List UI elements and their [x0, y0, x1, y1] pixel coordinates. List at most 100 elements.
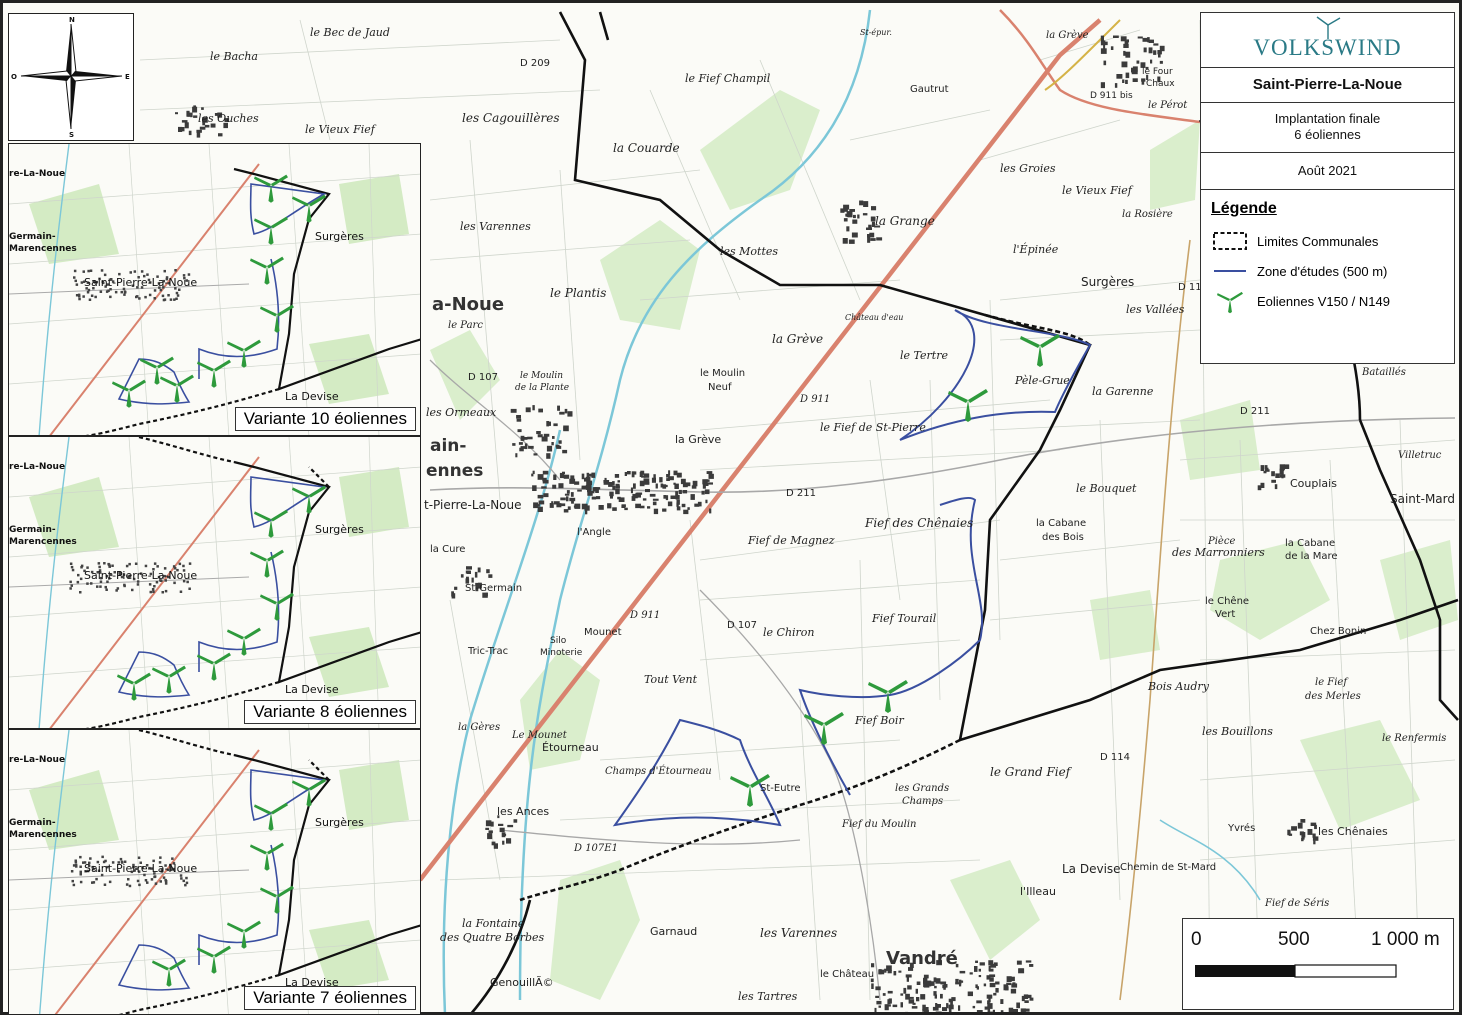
turbine-icon	[804, 712, 844, 745]
place-label: Le Mounet	[511, 730, 568, 741]
boundary-dashed-east	[984, 313, 1091, 347]
inset-place-label: re-La-Noue	[9, 169, 65, 179]
turbine-icon	[1217, 291, 1243, 314]
forest-patch	[1150, 120, 1200, 210]
brand-logo: VOLKSWIND	[1201, 13, 1454, 68]
inset-place-label: Germain-	[9, 818, 56, 828]
place-label: D 911 bis	[1090, 91, 1133, 101]
place-label: les Tartres	[738, 990, 798, 1003]
place-label: le Renfermis	[1382, 733, 1446, 744]
place-label: des Merles	[1305, 691, 1361, 702]
place-label: la Rosière	[1122, 209, 1173, 220]
forest-patch	[700, 90, 820, 210]
forest-patch	[1210, 540, 1330, 640]
turbine-icon	[227, 920, 261, 949]
place-label: la Grève	[772, 332, 823, 346]
forest-patch	[1300, 720, 1420, 830]
turbine-icon	[260, 592, 294, 621]
place-label: de la Mare	[1285, 551, 1338, 562]
legend: Légende Limites Communales Zone d'études…	[1201, 190, 1454, 326]
place-label: GenouillÃ©	[490, 976, 554, 989]
study-zone-outline	[798, 496, 984, 796]
forest-patch	[600, 220, 700, 330]
road-yellow	[1044, 19, 1121, 91]
turbine-icon	[197, 652, 231, 681]
implantation-info: Implantation finale 6 éoliennes	[1201, 103, 1454, 153]
place-label: Tout Vent	[644, 673, 698, 686]
place-label: la Cure	[430, 544, 465, 555]
turbine-icon	[730, 774, 770, 807]
turbine-icon	[197, 945, 231, 974]
implantation-line-2: 6 éoliennes	[1294, 127, 1361, 142]
road-d107e1	[499, 829, 801, 845]
place-label: le Plantis	[550, 286, 606, 300]
place-label: Neuf	[708, 382, 732, 393]
place-label: St-Eutre	[760, 783, 801, 794]
inset-place-label: Saint-Pierre-La-Noue	[84, 569, 197, 582]
compass-o: O	[11, 73, 17, 81]
place-label: Fief des Chênaies	[864, 516, 973, 530]
turbine-icon	[160, 374, 194, 403]
place-label: les Bouillons	[1202, 725, 1273, 738]
inset-label-10: Variante 10 éoliennes	[234, 407, 416, 431]
place-label: D 107	[468, 372, 498, 383]
turbine-icon	[1020, 334, 1060, 367]
forest-patch	[550, 860, 640, 1000]
turbine-icon	[140, 356, 174, 385]
legend-label-2: Zone d'études (500 m)	[1257, 263, 1388, 279]
place-label: Bataillés	[1361, 367, 1406, 378]
place-label: t-Pierre-La-Noue	[424, 498, 522, 512]
place-label: Étourneau	[542, 741, 599, 754]
place-label: le Bec de Jaud	[310, 26, 390, 39]
turbine-icon	[197, 359, 231, 388]
scale-mid: 500	[1278, 929, 1310, 950]
place-label: le Chiron	[763, 626, 815, 639]
compass-west-point	[21, 76, 71, 81]
inset-place-label: La Devise	[285, 390, 339, 403]
river-geres	[442, 429, 562, 1015]
place-label: Gautrut	[910, 84, 949, 95]
inset-place-label: re-La-Noue	[9, 462, 65, 472]
compass-s: S	[69, 131, 74, 139]
place-label: les Vallées	[1126, 303, 1185, 316]
scale-bar: 0 500 1 000 m	[1182, 918, 1454, 1010]
place-label: D 114	[1178, 282, 1208, 293]
boundary-north	[598, 11, 610, 41]
stream	[1159, 819, 1261, 901]
inset-place-label: re-La-Noue	[9, 755, 65, 765]
place-label: le Moulin	[700, 368, 745, 379]
legend-item-communal-limits: Limites Communales	[1211, 226, 1444, 256]
turbine-icon	[1217, 291, 1243, 314]
place-label: D 211	[786, 488, 816, 499]
place-label: Minoterie	[540, 648, 583, 658]
road-d114	[1119, 239, 1191, 1001]
inset-place-label: La Devise	[285, 683, 339, 696]
place-label: le Parc	[448, 320, 483, 331]
turbine-icon	[260, 304, 294, 333]
compass-n: N	[69, 16, 75, 24]
place-label: la Gères	[458, 722, 500, 733]
road-d211	[429, 417, 1456, 493]
inset-label-7: Variante 7 éoliennes	[244, 986, 416, 1010]
scale-max: 1 000 m	[1371, 929, 1440, 950]
road-d911	[418, 18, 1102, 882]
place-label: les Ouches	[198, 112, 259, 125]
place-label: Surgères	[1081, 275, 1134, 289]
inset-place-label: Saint-Pierre-La-Noue	[84, 862, 197, 875]
place-label: Fief Tourail	[871, 612, 937, 625]
place-label: des Bois	[1042, 532, 1084, 543]
compass-north-point	[66, 24, 71, 76]
boundary-dashed-south	[519, 738, 961, 902]
site-name: Saint-Pierre-La-Noue	[1201, 68, 1454, 103]
place-label: Saint-Mard	[1390, 492, 1455, 506]
inset-place-label: Germain-	[9, 232, 56, 242]
place-label: D 209	[520, 58, 550, 69]
place-label: Fief de Séris	[1264, 898, 1329, 909]
place-label: D 211	[1240, 406, 1270, 417]
turbine-icon	[152, 958, 186, 987]
place-label: les Cagouillères	[462, 111, 560, 125]
